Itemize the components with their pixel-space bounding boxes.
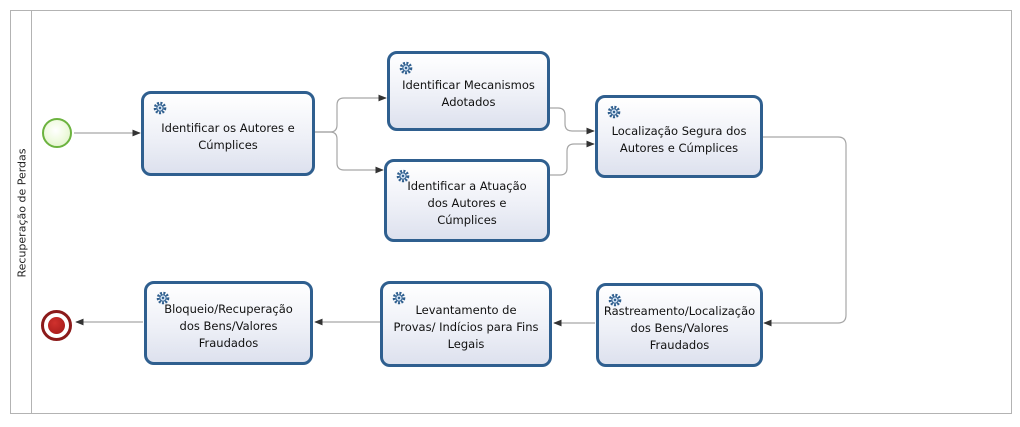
gear-icon bbox=[153, 101, 167, 115]
task-levantamento[interactable]: Levantamento de Provas/ Indícios para Fi… bbox=[380, 281, 552, 367]
lane-header: Recuperação de Perdas bbox=[11, 11, 32, 413]
task-label: Bloqueio/Recuperação dos Bens/Valores Fr… bbox=[164, 301, 293, 350]
gear-icon bbox=[392, 291, 406, 305]
task-label: Levantamento de Provas/ Indícios para Fi… bbox=[393, 302, 539, 351]
flow-mecanismos-to-localizacao bbox=[549, 107, 595, 135]
gear-icon bbox=[156, 291, 170, 305]
task-label: Rastreamento/Localização dos Bens/Valore… bbox=[603, 303, 756, 352]
task-identificar-atuacao[interactable]: Identificar a Atuação dos Autores e Cúmp… bbox=[384, 159, 550, 242]
task-label: Localização Segura dos Autores e Cúmplic… bbox=[611, 123, 747, 155]
end-event-core bbox=[48, 317, 65, 334]
gear-icon bbox=[396, 169, 410, 183]
gear-icon bbox=[399, 61, 413, 75]
pool: Recuperação de Perdas bbox=[10, 10, 1012, 414]
task-rastreamento[interactable]: Rastreamento/Localização dos Bens/Valore… bbox=[596, 283, 763, 367]
task-bloqueio[interactable]: Bloqueio/Recuperação dos Bens/Valores Fr… bbox=[144, 281, 313, 365]
flow-autores-to-mecanismos bbox=[314, 94, 387, 133]
flow-localizacao-to-rastreamento bbox=[762, 136, 847, 327]
flow-atuacao-to-localizacao bbox=[549, 140, 595, 176]
task-label: Identificar a Atuação dos Autores e Cúmp… bbox=[407, 179, 527, 227]
gear-icon bbox=[607, 105, 621, 119]
start-event[interactable] bbox=[42, 118, 72, 148]
task-identificar-autores[interactable]: Identificar os Autores e Cúmplices bbox=[141, 91, 315, 176]
task-identificar-mecanismos[interactable]: Identificar Mecanismos Adotados bbox=[387, 51, 550, 131]
end-event[interactable] bbox=[41, 310, 72, 341]
task-localizacao-segura[interactable]: Localização Segura dos Autores e Cúmplic… bbox=[595, 95, 763, 178]
task-label: Identificar Mecanismos Adotados bbox=[402, 78, 535, 109]
gear-icon bbox=[608, 293, 622, 307]
flow-autores-to-atuacao bbox=[314, 131, 384, 174]
task-label: Identificar os Autores e Cúmplices bbox=[161, 120, 295, 152]
